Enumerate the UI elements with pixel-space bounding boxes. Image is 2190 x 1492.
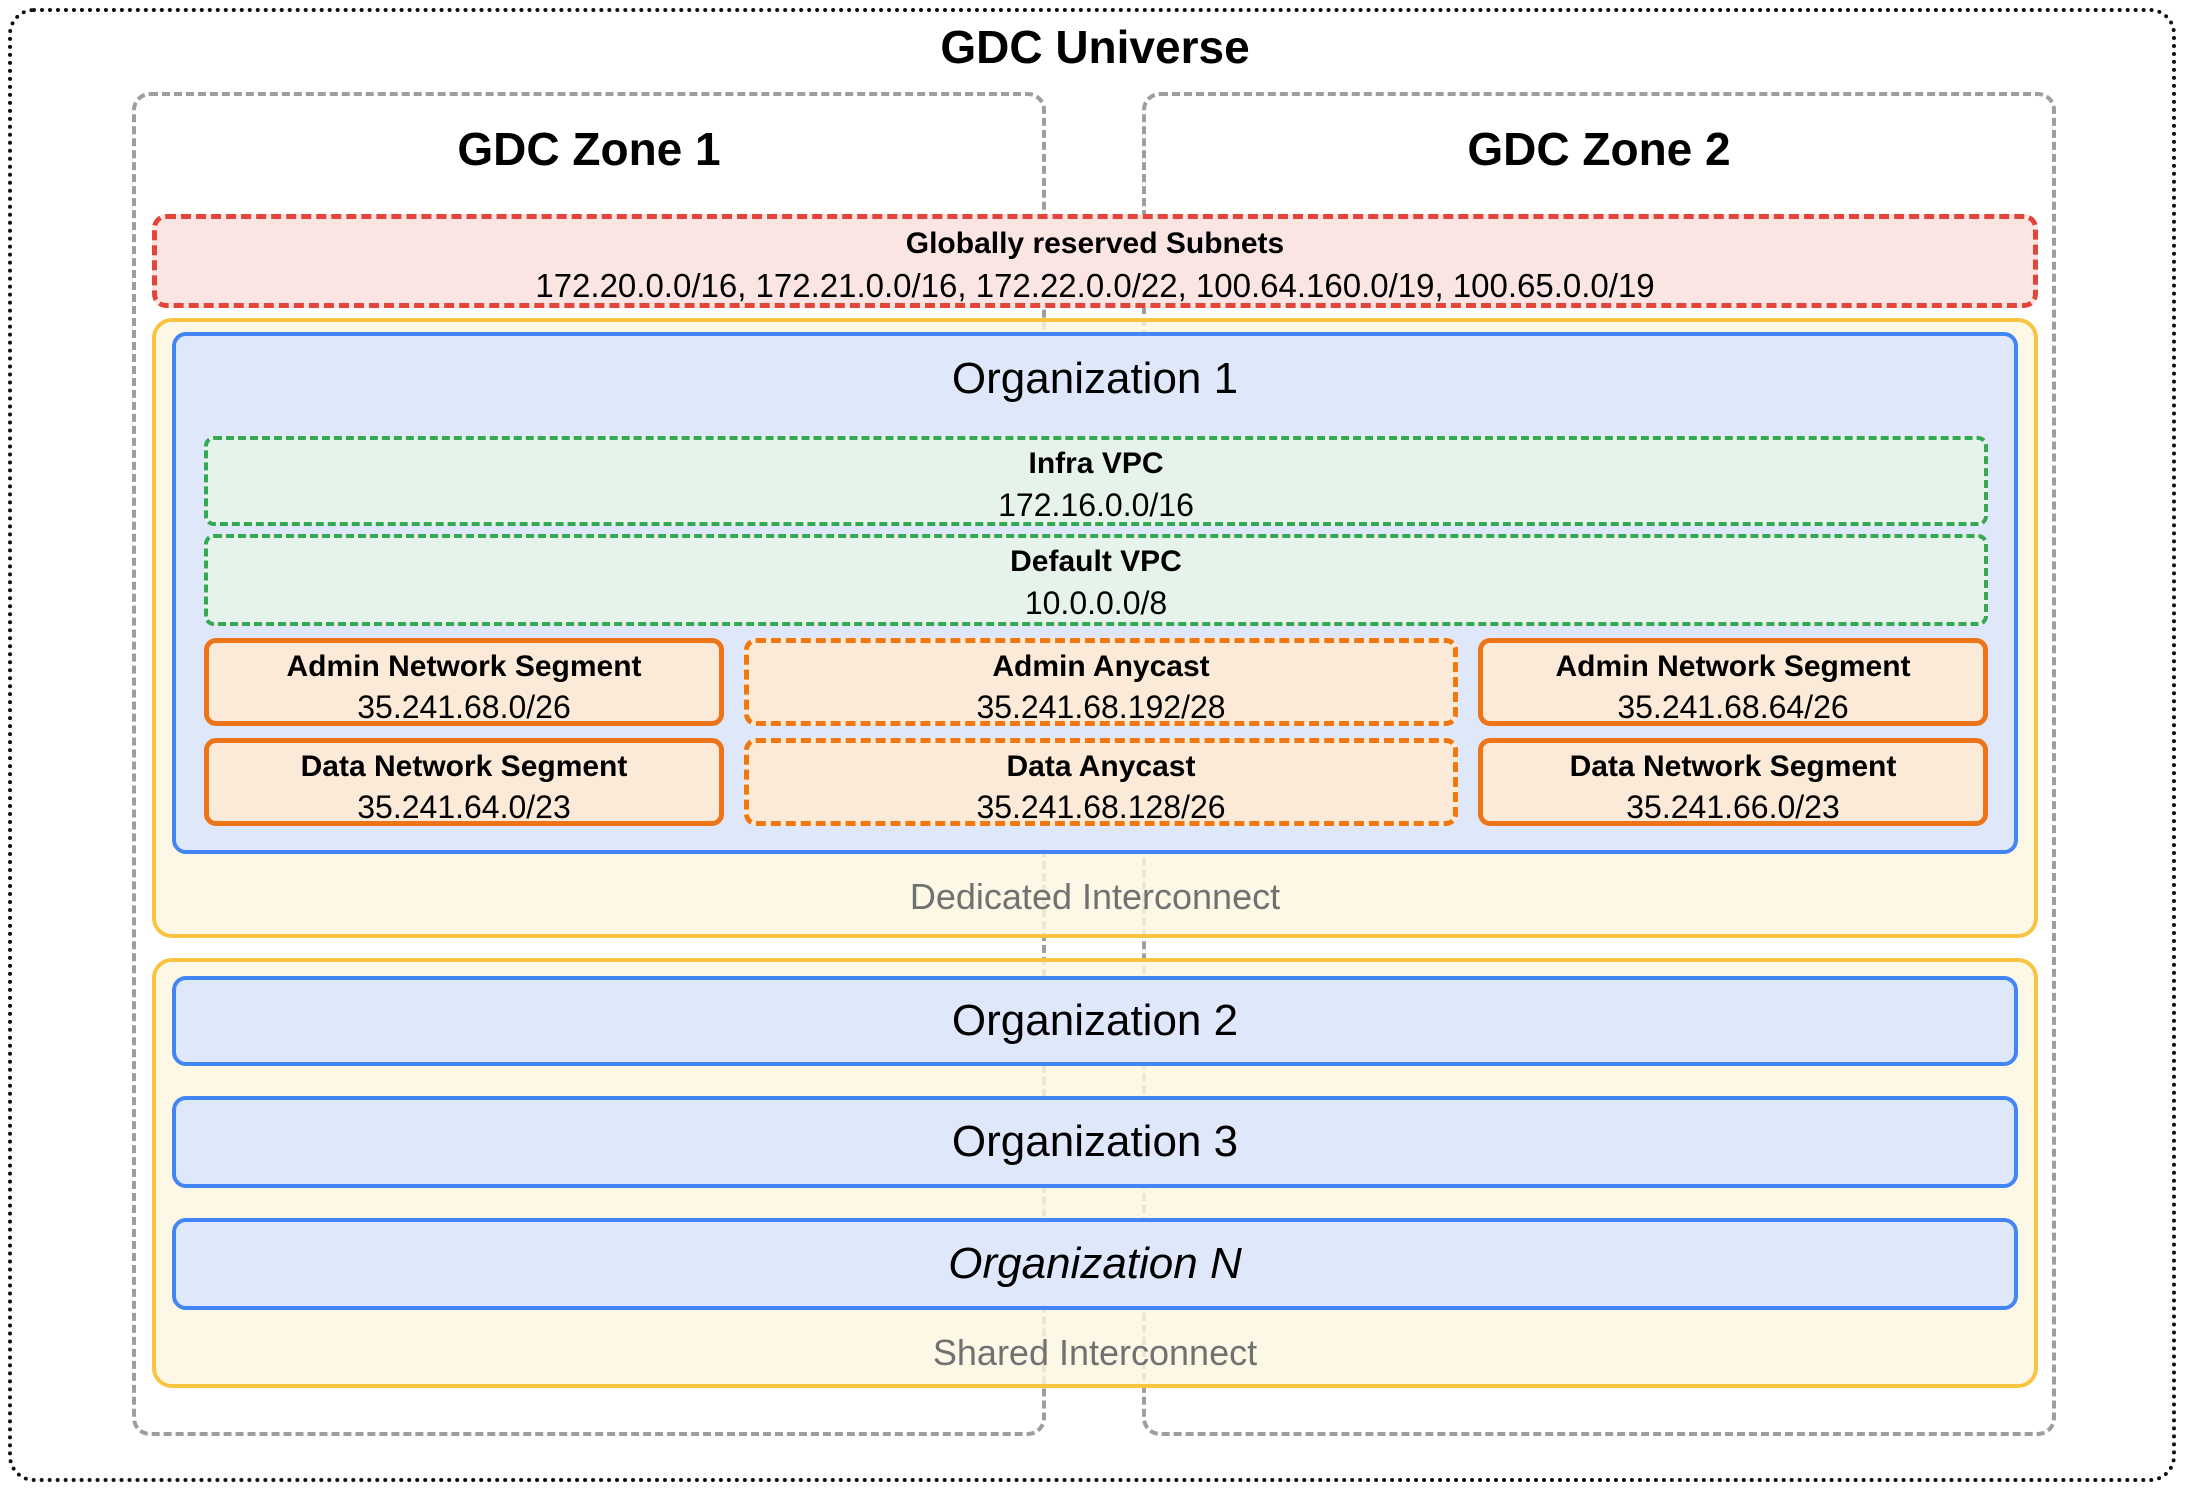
globally-reserved-subnets-box: Globally reserved Subnets 172.20.0.0/16,… [152,214,2038,308]
data-network-segment-zone1-cidr: 35.241.64.0/23 [357,789,571,825]
organization-2-box: Organization 2 [172,976,2018,1066]
admin-anycast-title: Admin Anycast [992,650,1210,683]
admin-anycast-cidr: 35.241.68.192/28 [976,689,1226,725]
default-vpc-title: Default VPC [1010,545,1182,578]
gdc-zone-2-label: GDC Zone 2 [1467,123,1731,175]
data-network-segment-zone1-title: Data Network Segment [300,750,628,783]
data-anycast-title: Data Anycast [1006,750,1196,783]
organization-3-title: Organization 3 [951,1117,1239,1166]
admin-network-segment-zone2-cidr: 35.241.68.64/26 [1617,689,1849,725]
reserved-subnets-title: Globally reserved Subnets [905,227,1285,260]
infra-vpc-cidr: 172.16.0.0/16 [998,487,1194,523]
data-network-segment-zone2-cidr: 35.241.66.0/23 [1626,789,1840,825]
reserved-subnets-value: 172.20.0.0/16, 172.21.0.0/16, 172.22.0.0… [535,267,1655,304]
default-vpc-cidr: 10.0.0.0/8 [1024,585,1168,621]
admin-network-segment-zone2-box: Admin Network Segment 35.241.68.64/26 [1478,638,1988,726]
data-network-segment-zone1-box: Data Network Segment 35.241.64.0/23 [204,738,724,826]
infra-vpc-title: Infra VPC [1028,447,1164,480]
admin-anycast-box: Admin Anycast 35.241.68.192/28 [744,638,1458,726]
data-network-segment-zone2-title: Data Network Segment [1569,750,1897,783]
organization-1-title: Organization 1 [951,354,1239,403]
organization-n-title: Organization N [948,1239,1242,1288]
gdc-zone-1-label: GDC Zone 1 [457,123,721,175]
gdc-universe-border [8,8,2176,1482]
admin-network-segment-zone2-title: Admin Network Segment [1555,650,1911,683]
admin-network-segment-zone1-box: Admin Network Segment 35.241.68.0/26 [204,638,724,726]
data-network-segment-zone2-box: Data Network Segment 35.241.66.0/23 [1478,738,1988,826]
organization-n-box: Organization N [172,1218,2018,1310]
shared-interconnect-label: Shared Interconnect [932,1332,1258,1373]
admin-network-segment-zone1-title: Admin Network Segment [286,650,642,683]
data-anycast-box: Data Anycast 35.241.68.128/26 [744,738,1458,826]
organization-2-title: Organization 2 [951,996,1239,1045]
dedicated-interconnect-label: Dedicated Interconnect [909,876,1281,917]
diagram-title: GDC Universe [940,21,1250,73]
admin-network-segment-zone1-cidr: 35.241.68.0/26 [357,689,571,725]
infra-vpc-box: Infra VPC 172.16.0.0/16 [204,436,1988,526]
default-vpc-box: Default VPC 10.0.0.0/8 [204,534,1988,626]
data-anycast-cidr: 35.241.68.128/26 [976,789,1226,825]
organization-3-box: Organization 3 [172,1096,2018,1188]
